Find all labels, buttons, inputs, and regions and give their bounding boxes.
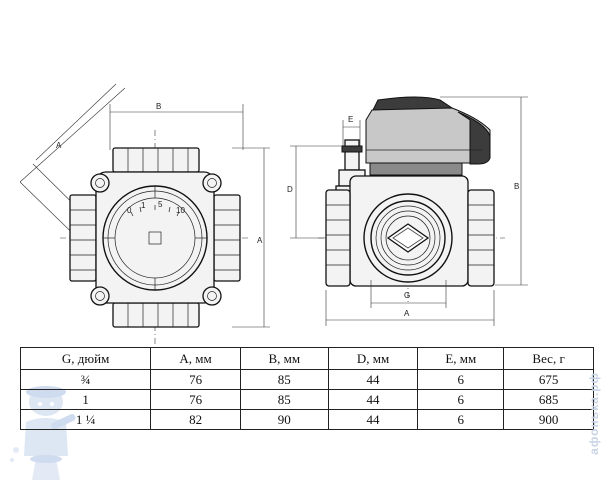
dim-label-b-side: B	[514, 182, 519, 191]
header-a: A, мм	[150, 347, 241, 370]
scale-label-10: 10	[176, 206, 185, 215]
dim-label-a-front: A	[257, 236, 263, 245]
header-weight: Вес, г	[503, 347, 594, 370]
cell-g: 1	[19, 389, 152, 410]
header-g: G, дюйм	[19, 347, 152, 370]
cell-a: 76	[150, 389, 241, 410]
cell-e: 6	[417, 369, 505, 390]
table-row: 1 76 85 44 6 685	[19, 389, 594, 410]
cell-e: 6	[417, 409, 505, 430]
front-view: A B A	[19, 83, 270, 345]
scale-label-1: 1	[141, 201, 146, 210]
cell-d: 44	[327, 389, 419, 410]
cell-e: 6	[417, 389, 505, 410]
cell-d: 44	[327, 369, 419, 390]
cell-g: 1 ¼	[19, 409, 152, 430]
side-view: E D B	[287, 96, 528, 326]
cell-d: 44	[327, 409, 419, 430]
dim-label-g: G	[404, 291, 410, 300]
scale-label-5: 5	[158, 200, 163, 209]
cell-weight: 900	[503, 409, 594, 430]
cell-b: 90	[239, 409, 329, 430]
cell-weight: 675	[503, 369, 594, 390]
table-header-row: G, дюйм A, мм B, мм D, мм E, мм Вес, г	[19, 347, 594, 370]
cell-g: ¾	[19, 369, 152, 390]
cell-a: 82	[150, 409, 241, 430]
cell-a: 76	[150, 369, 241, 390]
scale-label-0: 0	[127, 206, 132, 215]
header-b: B, мм	[239, 347, 329, 370]
dim-label-e: E	[348, 115, 353, 124]
dimensions-table: G, дюйм A, мм B, мм D, мм E, мм Вес, г ¾…	[19, 347, 594, 430]
header-e: E, мм	[417, 347, 505, 370]
cell-b: 85	[239, 369, 329, 390]
dim-label-d: D	[287, 185, 293, 194]
table-row: ¾ 76 85 44 6 675	[19, 369, 594, 390]
cell-b: 85	[239, 389, 329, 410]
dim-label-b-top: B	[156, 102, 161, 111]
table-row: 1 ¼ 82 90 44 6 900	[19, 409, 594, 430]
dim-label-a-bottom: A	[404, 309, 410, 318]
site-watermark: афонька.рф	[587, 372, 601, 455]
cell-weight: 685	[503, 389, 594, 410]
header-d: D, мм	[327, 347, 419, 370]
dim-label-a-diagonal: A	[56, 141, 62, 150]
